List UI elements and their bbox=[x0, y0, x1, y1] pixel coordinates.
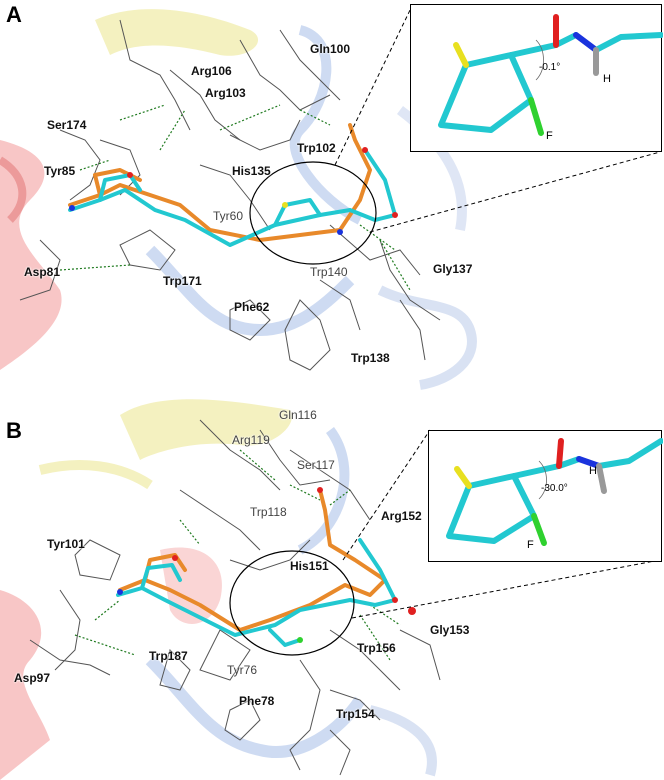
beta-sheet-ribbon bbox=[38, 460, 153, 490]
inset-connector-line bbox=[342, 429, 431, 561]
residue-label-trp102: Trp102 bbox=[297, 141, 336, 155]
residue-label-trp156: Trp156 bbox=[357, 641, 396, 655]
helix-ribbon bbox=[0, 140, 62, 370]
panel-b-zoom-inset: -30.0° H F bbox=[428, 430, 663, 562]
helix-ribbon bbox=[0, 156, 27, 223]
dihedral-angle-label: -30.0° bbox=[541, 483, 568, 494]
residue-label-trp171: Trp171 bbox=[163, 274, 202, 288]
dihedral-angle-label: -0.1° bbox=[539, 62, 561, 73]
residue-label-tyr85: Tyr85 bbox=[44, 164, 76, 178]
residue-label-phe62: Phe62 bbox=[234, 300, 270, 314]
residue-label-arg152: Arg152 bbox=[381, 509, 422, 523]
residue-label-trp154: Trp154 bbox=[336, 707, 375, 721]
inset-thiophene-amide bbox=[438, 14, 663, 136]
loop-ribbon bbox=[289, 25, 363, 225]
panel-b-structure-scene bbox=[0, 399, 661, 780]
residue-label-trp118: Trp118 bbox=[250, 505, 287, 519]
beta-sheet-ribbon bbox=[120, 399, 292, 460]
loop-ribbon bbox=[377, 285, 477, 390]
residue-label-asp97: Asp97 bbox=[14, 671, 51, 685]
beta-sheet-ribbon bbox=[95, 9, 259, 56]
residue-label-tyr101: Tyr101 bbox=[47, 537, 85, 551]
panel-letter: B bbox=[6, 418, 22, 443]
residue-label-phe78: Phe78 bbox=[239, 694, 275, 708]
panel-a-structure-scene bbox=[0, 5, 661, 390]
panel-letter: A bbox=[6, 2, 22, 27]
residue-label-ser117: Ser117 bbox=[297, 458, 335, 472]
panel-a-zoom-inset: -0.1° H F bbox=[410, 4, 663, 152]
residue-label-his135: His135 bbox=[232, 164, 271, 178]
residue-label-trp140: Trp140 bbox=[310, 265, 348, 279]
residue-label-asp81: Asp81 bbox=[24, 265, 61, 279]
ligand-heteroatoms bbox=[69, 147, 398, 235]
residue-label-tyr76: Tyr76 bbox=[227, 663, 258, 677]
inset-connector-line bbox=[334, 5, 413, 166]
residue-label-gln100: Gln100 bbox=[310, 42, 351, 56]
inset-thiophene-amide bbox=[446, 438, 663, 546]
loop-ribbon bbox=[145, 655, 365, 758]
fluorine-atom-label: F bbox=[546, 130, 553, 142]
focus-ellipse bbox=[249, 161, 377, 265]
residue-label-trp187: Trp187 bbox=[149, 649, 188, 663]
residue-label-arg103: Arg103 bbox=[205, 86, 246, 100]
hydrogen-atom-label: H bbox=[589, 465, 597, 477]
residue-label-arg106: Arg106 bbox=[191, 64, 232, 78]
residue-label-gly153: Gly153 bbox=[430, 623, 470, 637]
hydrogen-atom-label: H bbox=[603, 73, 611, 85]
residue-label-tyr60: Tyr60 bbox=[213, 209, 244, 223]
loop-ribbon bbox=[145, 245, 355, 337]
helix-ribbon bbox=[0, 590, 50, 780]
inset-connector-line bbox=[351, 559, 661, 619]
loop-ribbon bbox=[297, 427, 350, 555]
residue-label-arg119: Arg119 bbox=[232, 433, 270, 447]
residue-label-trp138: Trp138 bbox=[351, 351, 390, 365]
residue-sticks bbox=[19, 19, 441, 371]
residue-label-gly137: Gly137 bbox=[433, 262, 473, 276]
residue-label-gln116: Gln116 bbox=[279, 408, 317, 422]
focus-ellipse bbox=[229, 550, 355, 656]
fluorine-atom-label: F bbox=[527, 539, 534, 551]
residue-label-his151: His151 bbox=[290, 559, 329, 573]
ligand-heteroatoms bbox=[117, 487, 416, 643]
panel-a: A -0.1° H F Gln100 Arg106 Arg103 Ser174 … bbox=[0, 2, 663, 390]
hydrogen-bonds bbox=[59, 104, 411, 291]
loop-ribbon bbox=[368, 705, 437, 777]
residue-sticks bbox=[29, 419, 441, 776]
residue-label-ser174: Ser174 bbox=[47, 118, 87, 132]
inset-connector-line bbox=[369, 151, 661, 233]
hydrogen-bonds bbox=[74, 449, 401, 661]
panel-b: B -30.0° H F Gln116 Arg119 Ser117 Trp118… bbox=[0, 390, 664, 780]
